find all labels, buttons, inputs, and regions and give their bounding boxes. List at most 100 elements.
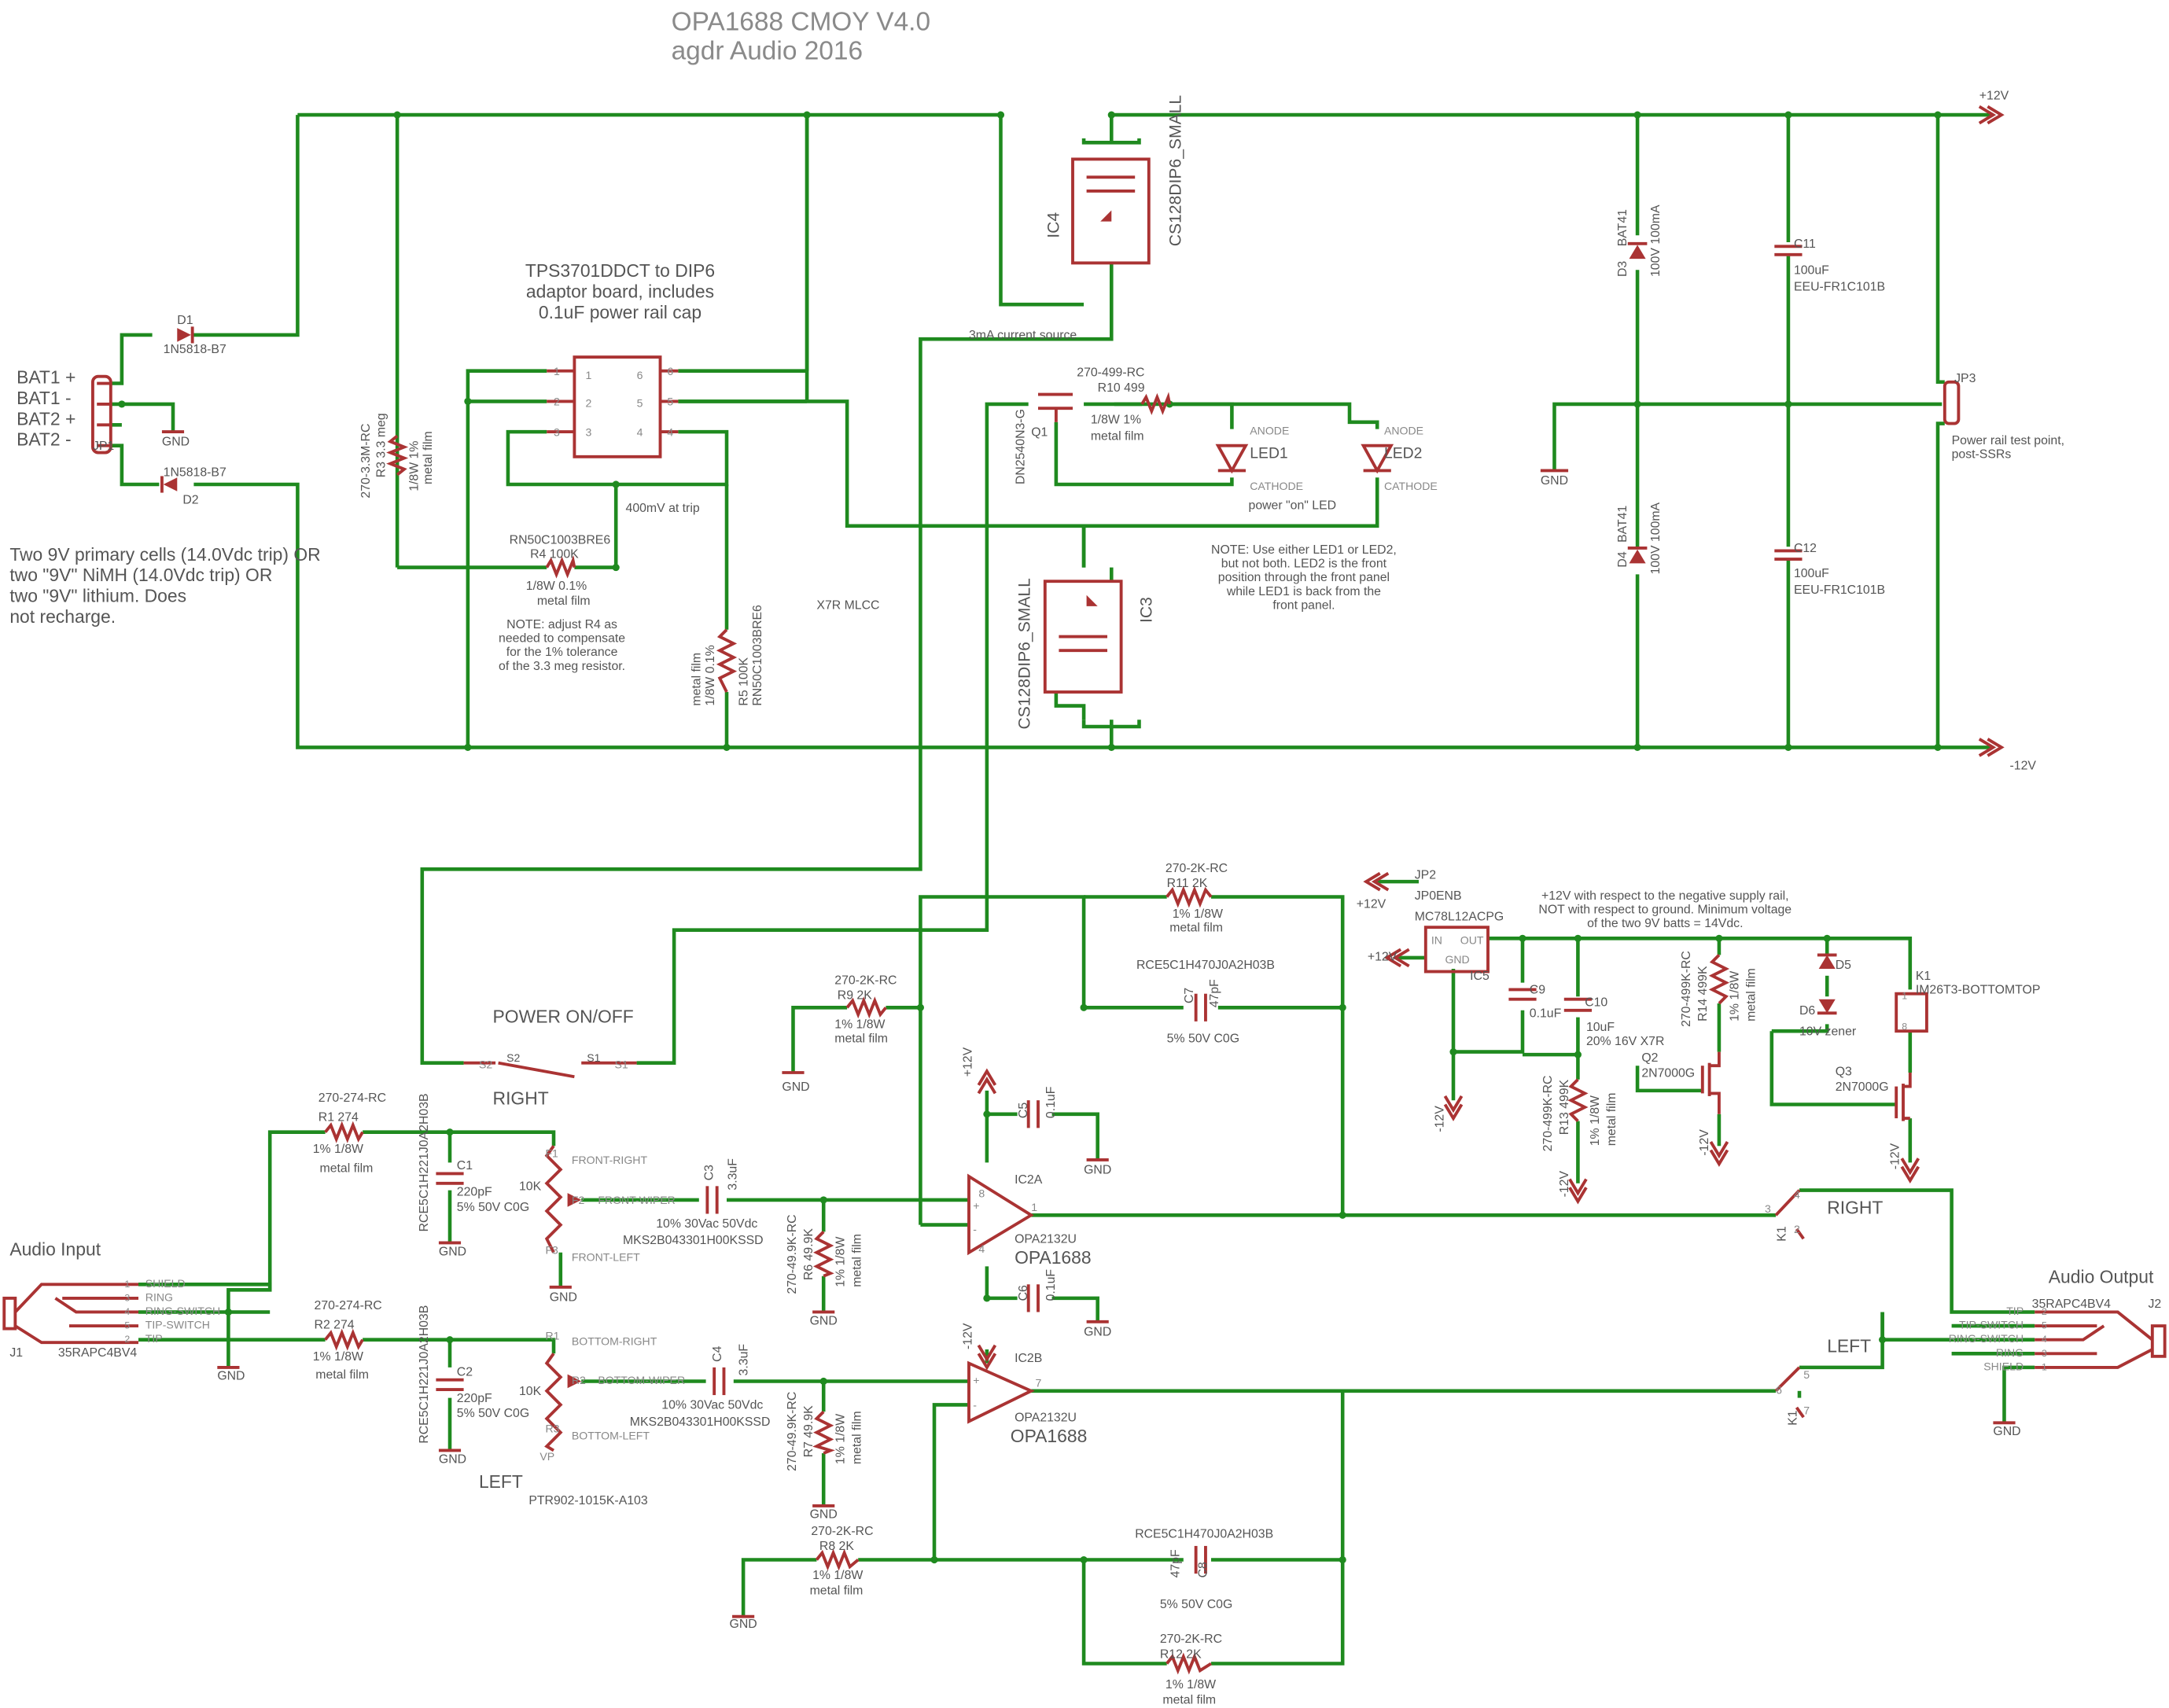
svg-text:GND: GND	[1084, 1325, 1111, 1338]
svg-text:2: 2	[124, 1334, 130, 1345]
diode-d1-symbol	[177, 326, 194, 344]
note-batteries-3: two "9V" lithium. Does	[9, 586, 186, 606]
tps-note-3: 0.1uF power rail cap	[539, 302, 702, 322]
svg-text:K1: K1	[1916, 970, 1931, 983]
svg-text:SHIELD: SHIELD	[145, 1277, 186, 1290]
svg-text:3: 3	[2042, 1348, 2047, 1359]
svg-text:RN50C1003BRE6: RN50C1003BRE6	[751, 605, 764, 706]
svg-text:+12V: +12V	[1979, 90, 2009, 103]
svg-text:ANODE: ANODE	[1384, 425, 1423, 437]
svg-text:C6: C6	[1017, 1285, 1030, 1301]
svg-text:2: 2	[1794, 1223, 1800, 1235]
label-gnd-bat: GND	[162, 436, 190, 449]
svg-text:270-2K-RC: 270-2K-RC	[811, 1525, 873, 1538]
svg-text:100uF: 100uF	[1794, 263, 1829, 277]
svg-text:2: 2	[2042, 1306, 2047, 1317]
svg-text:4: 4	[978, 1242, 985, 1255]
svg-text:10V zener: 10V zener	[1799, 1025, 1857, 1038]
svg-text:6: 6	[667, 365, 673, 377]
svg-text:+12V: +12V	[1357, 898, 1386, 911]
svg-text:TIP: TIP	[145, 1332, 163, 1345]
svg-text:2: 2	[585, 396, 591, 409]
svg-text:IN: IN	[1431, 933, 1442, 946]
supply-arrows	[977, 105, 2005, 1371]
svg-text:IC3: IC3	[1137, 597, 1155, 623]
svg-text:6: 6	[637, 369, 643, 381]
svg-text:100uF: 100uF	[1794, 567, 1829, 580]
svg-text:NOTE: adjust R4 as: NOTE: adjust R4 as	[506, 618, 617, 631]
k1-coil	[1895, 992, 1928, 1033]
svg-text:-: -	[973, 1223, 977, 1235]
svg-text:+: +	[973, 1374, 979, 1386]
svg-text:270-49.9K-RC: 270-49.9K-RC	[786, 1392, 799, 1471]
svg-text:Audio Output: Audio Output	[2049, 1267, 2154, 1287]
svg-text:1: 1	[124, 1279, 130, 1290]
svg-text:-12V: -12V	[2010, 760, 2037, 773]
svg-text:3: 3	[554, 425, 560, 438]
svg-text:PTR902-1015K-A103: PTR902-1015K-A103	[528, 1494, 648, 1507]
svg-text:metal film: metal film	[320, 1162, 374, 1176]
diode-d2-symbol	[160, 476, 178, 493]
svg-text:VP: VP	[539, 1450, 554, 1463]
svg-text:JP0ENB: JP0ENB	[1415, 889, 1462, 903]
jp3-connector	[1943, 380, 1961, 425]
svg-text:35RAPC4BV4: 35RAPC4BV4	[58, 1346, 137, 1360]
d5-d6-symbols	[1817, 953, 1837, 1015]
svg-text:0.1uF: 0.1uF	[1044, 1269, 1058, 1301]
svg-text:metal film: metal film	[1091, 430, 1144, 444]
tps-note-2: adaptor board, includes	[526, 281, 714, 301]
jp1-connector	[90, 374, 112, 455]
jack-j1-symbol	[2, 1283, 138, 1345]
svg-text:BAT41: BAT41	[1616, 506, 1630, 543]
svg-text:3: 3	[585, 425, 591, 438]
svg-text:RING: RING	[1996, 1346, 2024, 1359]
svg-text:4: 4	[2042, 1334, 2047, 1345]
svg-text:7: 7	[1803, 1404, 1810, 1417]
svg-text:R1: R1	[545, 1330, 559, 1342]
svg-text:10K: 10K	[519, 1385, 542, 1398]
svg-text:5% 50V C0G: 5% 50V C0G	[457, 1407, 529, 1420]
svg-text:R1 274: R1 274	[319, 1111, 359, 1125]
svg-text:5: 5	[2042, 1320, 2047, 1331]
svg-text:D4: D4	[1616, 551, 1630, 567]
svg-text:R3 3.3 meg: R3 3.3 meg	[374, 413, 388, 477]
svg-text:-: -	[973, 1399, 977, 1412]
svg-text:R14 499K: R14 499K	[1696, 966, 1710, 1021]
power-switch-symbol	[463, 1061, 637, 1079]
svg-text:F3: F3	[545, 1244, 558, 1257]
parts	[2, 105, 2167, 1675]
svg-text:1% 1/8W: 1% 1/8W	[1589, 1095, 1602, 1146]
svg-text:220pF: 220pF	[457, 1186, 492, 1199]
label-bat1-minus: BAT1 -	[17, 388, 72, 408]
svg-text:C10: C10	[1585, 996, 1607, 1010]
resistor-symbols	[324, 392, 1730, 1675]
svg-text:OPA1688: OPA1688	[1011, 1426, 1087, 1446]
svg-text:LEFT: LEFT	[1827, 1336, 1871, 1356]
svg-text:S2: S2	[506, 1051, 520, 1064]
svg-text:metal film: metal film	[810, 1585, 864, 1598]
svg-text:metal film: metal film	[851, 1234, 864, 1287]
svg-text:270-274-RC: 270-274-RC	[315, 1299, 382, 1312]
svg-text:while LED1 is back from the: while LED1 is back from the	[1226, 585, 1381, 598]
svg-text:D6: D6	[1799, 1004, 1815, 1018]
svg-text:20% 16V X7R: 20% 16V X7R	[1586, 1035, 1664, 1048]
svg-text:R9 2K: R9 2K	[838, 989, 872, 1003]
svg-text:metal film: metal film	[1162, 1694, 1216, 1707]
tps-note-1: TPS3701DDCT to DIP6	[525, 260, 715, 281]
svg-text:GND: GND	[217, 1370, 245, 1383]
svg-text:position through the front pan: position through the front panel	[1218, 571, 1390, 584]
svg-text:100V 100mA: 100V 100mA	[1649, 204, 1663, 277]
svg-text:of the 3.3 meg resistor.: of the 3.3 meg resistor.	[499, 660, 625, 673]
svg-text:1: 1	[1031, 1201, 1037, 1213]
svg-text:270-2K-RC: 270-2K-RC	[1160, 1633, 1222, 1646]
svg-text:1/8W 1%: 1/8W 1%	[1091, 414, 1141, 427]
svg-text:C12: C12	[1794, 542, 1817, 555]
svg-text:C5: C5	[1017, 1102, 1030, 1118]
svg-text:10uF: 10uF	[1586, 1021, 1615, 1034]
svg-text:7: 7	[1035, 1377, 1041, 1390]
svg-text:C11: C11	[1794, 237, 1816, 251]
svg-text:OUT: OUT	[1460, 933, 1484, 946]
label-d1-part: 1N5818-B7	[164, 343, 226, 356]
note-batteries-2: two "9V" NiMH (14.0Vdc trip) OR	[9, 565, 272, 585]
